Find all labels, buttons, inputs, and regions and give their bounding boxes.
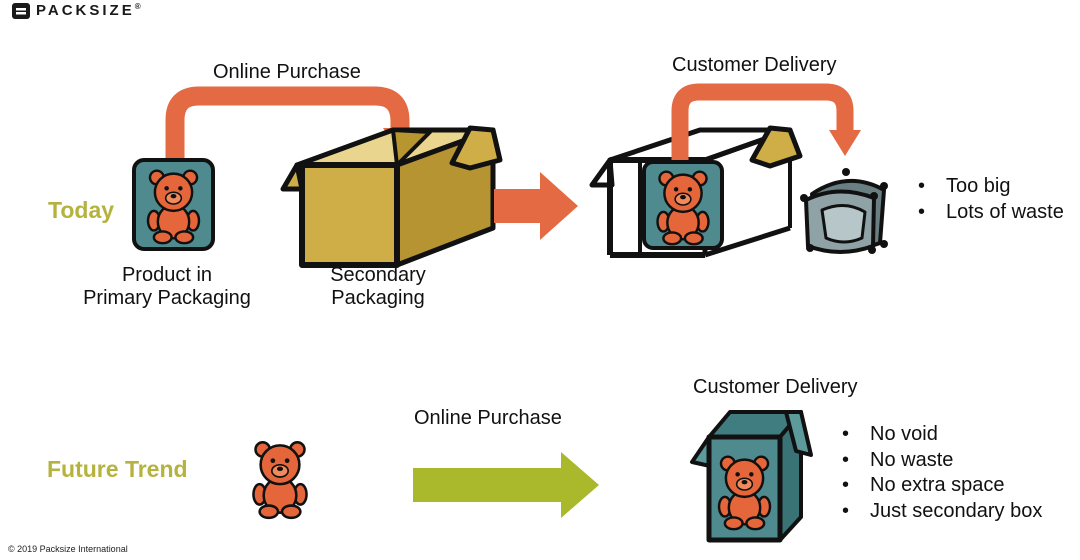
product-bear-icon bbox=[252, 441, 308, 520]
list-item: No void bbox=[842, 422, 1042, 448]
secondary-label-line1: Secondary bbox=[330, 264, 426, 286]
product-label-line2: Primary Packaging bbox=[83, 287, 251, 309]
secondary-label-line2: Packaging bbox=[331, 287, 425, 309]
online-purchase-label-future: Online Purchase bbox=[414, 407, 562, 429]
today-outcomes-list: Too big Lots of waste bbox=[918, 174, 1064, 225]
row-label-today: Today bbox=[48, 197, 115, 223]
list-item: Too big bbox=[918, 174, 1064, 200]
list-item: Just secondary box bbox=[842, 499, 1042, 525]
packsize-logo-icon bbox=[12, 3, 30, 19]
online-purchase-arrow-future bbox=[413, 452, 599, 518]
list-item: Lots of waste bbox=[918, 200, 1064, 226]
oversized-box-with-product bbox=[589, 125, 803, 258]
secondary-packaging-label: Secondary Packaging bbox=[310, 264, 446, 310]
product-primary-packaging bbox=[132, 158, 215, 251]
customer-delivery-label-today: Customer Delivery bbox=[672, 54, 837, 76]
customer-delivery-label-future: Customer Delivery bbox=[693, 376, 858, 398]
customer-delivery-arrow-today bbox=[671, 83, 861, 160]
future-outcomes-list: No void No waste No extra space Just sec… bbox=[842, 422, 1042, 524]
online-purchase-label-today: Online Purchase bbox=[213, 61, 361, 83]
product-primary-label: Product in Primary Packaging bbox=[64, 264, 270, 310]
secondary-packaging-box bbox=[280, 125, 503, 268]
brand-name: PACKSIZE® bbox=[36, 2, 141, 19]
product-label-line1: Product in bbox=[121, 264, 213, 286]
row-label-future: Future Trend bbox=[47, 456, 188, 482]
list-item: No waste bbox=[842, 448, 1042, 474]
list-item: No extra space bbox=[842, 473, 1042, 499]
transfer-arrow-today bbox=[494, 172, 578, 240]
registered-mark: ® bbox=[134, 2, 141, 11]
copyright-notice: © 2019 Packsize International bbox=[8, 544, 128, 554]
void-fill-pillows-icon bbox=[800, 168, 888, 254]
right-sized-box-with-product bbox=[690, 410, 813, 543]
